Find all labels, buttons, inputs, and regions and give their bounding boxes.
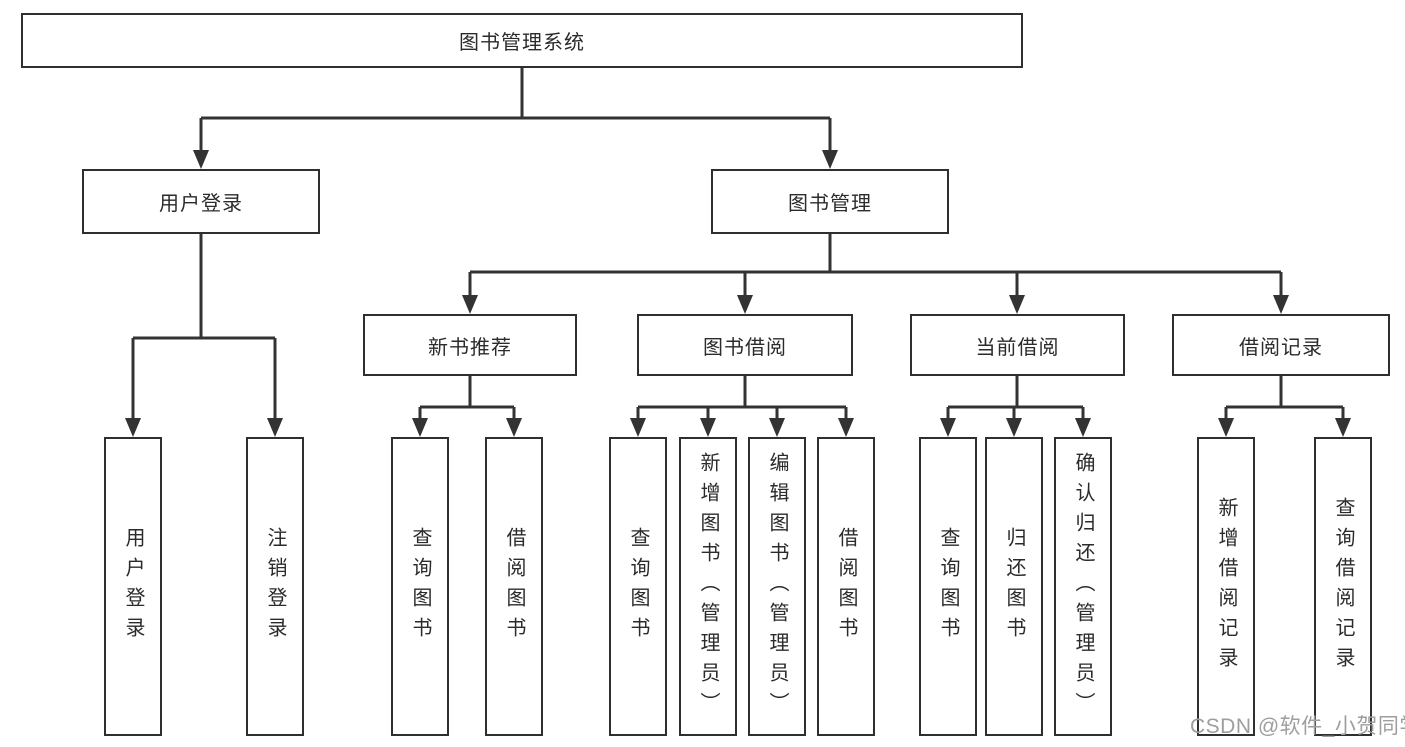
leaf-add-books-admin: 新增图书（管理员） <box>679 437 737 736</box>
node-current-borrow: 当前借阅 <box>910 314 1125 376</box>
leaf-label: 新增图书（管理员） <box>697 451 719 722</box>
csdn-watermark: CSDN @软件_小贺同学 <box>1190 715 1405 738</box>
node-new-book-recommend: 新书推荐 <box>363 314 577 376</box>
leaf-return-books: 归还图书 <box>985 437 1043 736</box>
leaf-borrow-books: 借阅图书 <box>817 437 875 736</box>
leaf-query-books-recommend: 查询图书 <box>391 437 449 736</box>
node-root-system: 图书管理系统 <box>21 13 1023 68</box>
node-book-borrow: 图书借阅 <box>637 314 853 376</box>
leaf-query-borrow-record: 查询借阅记录 <box>1314 437 1372 736</box>
leaf-label: 借阅图书 <box>503 526 525 647</box>
leaf-user-login: 用户登录 <box>104 437 162 736</box>
leaf-edit-books-admin: 编辑图书（管理员） <box>748 437 806 736</box>
leaf-logout: 注销登录 <box>246 437 304 736</box>
leaf-label: 查询借阅记录 <box>1332 496 1354 677</box>
leaf-label: 查询图书 <box>409 526 431 647</box>
leaf-query-books-current: 查询图书 <box>919 437 977 736</box>
leaf-label: 归还图书 <box>1003 526 1025 647</box>
leaf-label: 用户登录 <box>122 526 144 647</box>
leaf-add-borrow-record: 新增借阅记录 <box>1197 437 1255 736</box>
node-borrow-records: 借阅记录 <box>1172 314 1390 376</box>
leaf-query-books-borrow: 查询图书 <box>609 437 667 736</box>
node-book-management: 图书管理 <box>711 169 949 234</box>
leaf-label: 借阅图书 <box>835 526 857 647</box>
leaf-label: 确认归还（管理员） <box>1072 451 1094 722</box>
leaf-label: 新增借阅记录 <box>1215 496 1237 677</box>
leaf-label: 注销登录 <box>264 526 286 647</box>
node-user-login: 用户登录 <box>82 169 320 234</box>
leaf-label: 编辑图书（管理员） <box>766 451 788 722</box>
leaf-label: 查询图书 <box>627 526 649 647</box>
leaf-label: 查询图书 <box>937 526 959 647</box>
leaf-confirm-return-admin: 确认归还（管理员） <box>1054 437 1112 736</box>
leaf-borrow-books-recommend: 借阅图书 <box>485 437 543 736</box>
